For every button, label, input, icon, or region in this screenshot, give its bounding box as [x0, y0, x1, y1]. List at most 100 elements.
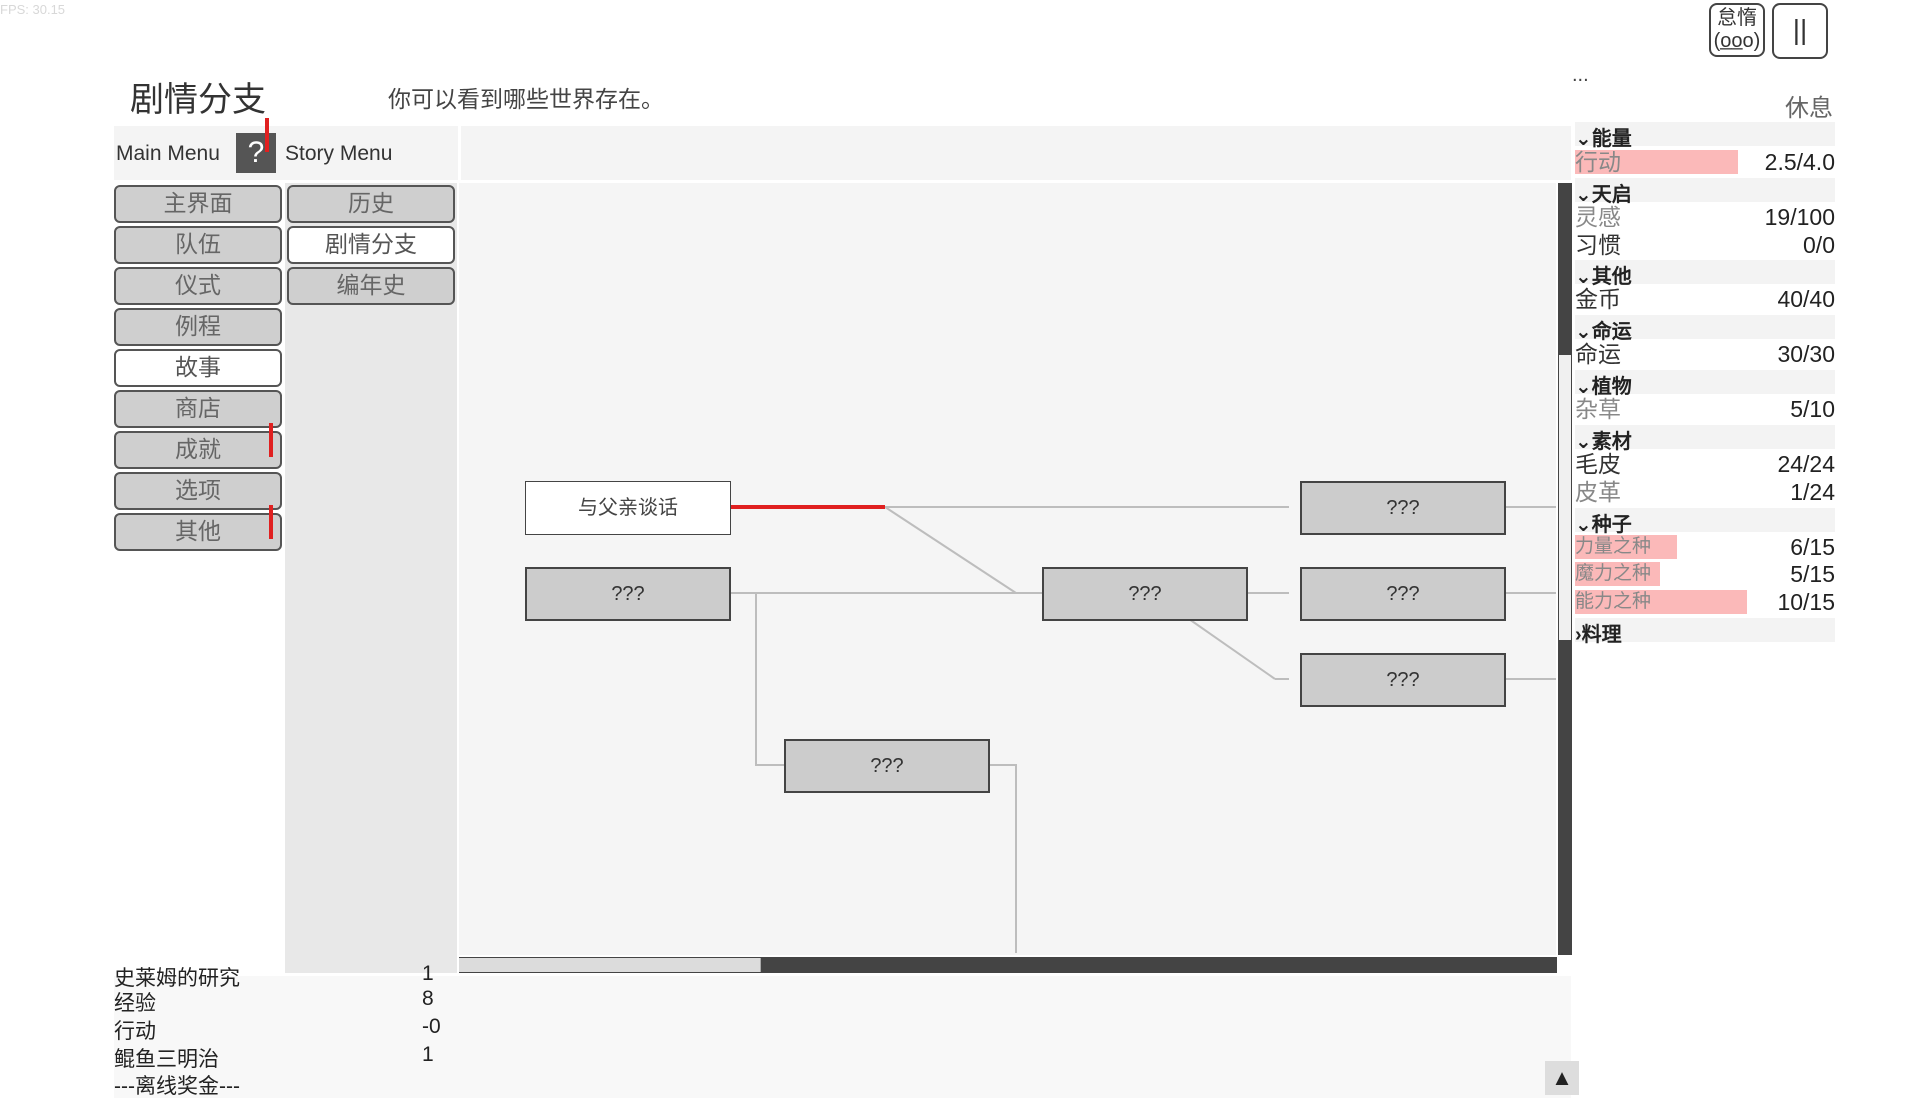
resource-value: 5/15 [1790, 561, 1835, 587]
menu-item-options[interactable]: 选项 [114, 472, 282, 510]
menu-item-shop[interactable]: 商店 [114, 390, 282, 428]
resource-row: 金币 40/40 [1575, 285, 1835, 312]
main-menu: 主界面 队伍 仪式 例程 故事 商店 成就 选项 其他 [114, 183, 284, 556]
resource-fill [1575, 562, 1660, 586]
lazy-label: 怠惰 [1717, 7, 1757, 29]
log-item-value: 8 [422, 987, 434, 1010]
log-item-value: 1 [422, 962, 434, 985]
log-item-name: 经验 [114, 992, 156, 1015]
menu-item-main[interactable]: 主界面 [114, 185, 282, 223]
resource-value: 5/10 [1790, 396, 1835, 422]
lazy-face: (o̲o̲o) [1713, 30, 1761, 52]
resource-row: 杂草 5/10 [1575, 395, 1835, 422]
story-node-unknown[interactable]: ??? [1042, 567, 1248, 621]
more-dots[interactable]: ... [1572, 64, 1589, 86]
resource-group-header[interactable]: ›料理 [1575, 618, 1835, 646]
menu-item-achievements[interactable]: 成就 [114, 431, 282, 469]
resource-name: 力量之种 [1575, 536, 1652, 557]
log-item-value: -0 [422, 1015, 441, 1038]
menu-item-routine[interactable]: 例程 [114, 308, 282, 346]
other-alert-icon [269, 505, 273, 539]
event-log: 史莱姆的研究 1 经验 8 行动 -0 鲲鱼三明治 1 ---离线奖金--- [114, 962, 1571, 1098]
log-expand-button[interactable]: ▲ [1545, 1061, 1579, 1095]
resource-value: 19/100 [1764, 204, 1835, 230]
connector-line [884, 506, 1017, 594]
story-node-talk-father[interactable]: 与父亲谈话 [525, 481, 731, 535]
achievements-alert-icon [269, 423, 273, 457]
resource-fill [1575, 150, 1738, 174]
resource-name: 命运 [1575, 341, 1621, 367]
story-menu-label: Story Menu [285, 142, 393, 165]
page-title: 剧情分支 [130, 81, 266, 119]
story-node-unknown[interactable]: ??? [525, 567, 731, 621]
resource-name: 习惯 [1575, 232, 1621, 258]
resource-name: 杂草 [1575, 396, 1621, 422]
resource-group-header[interactable]: ⌄天启 [1575, 178, 1835, 206]
resource-group-header[interactable]: ⌄其他 [1575, 260, 1835, 288]
help-button[interactable]: ? [236, 133, 276, 173]
resource-group-header[interactable]: ⌄种子 [1575, 508, 1835, 536]
resource-name: 毛皮 [1575, 451, 1621, 477]
resource-value: 40/40 [1777, 286, 1835, 312]
resource-name: 魔力之种 [1575, 563, 1652, 584]
log-item-name: 行动 [114, 1020, 156, 1043]
connector-line [755, 593, 784, 766]
page-subtitle: 你可以看到哪些世界存在。 [388, 86, 664, 112]
menu-item-other[interactable]: 其他 [114, 513, 282, 551]
resource-row: 魔力之种 5/15 [1575, 560, 1835, 587]
story-node-unknown[interactable]: ??? [784, 739, 990, 793]
log-item-name: ---离线奖金--- [114, 1075, 240, 1098]
resource-name: 金币 [1575, 286, 1621, 312]
header-separator [458, 126, 461, 180]
connector-line [982, 764, 1017, 953]
resource-row: 毛皮 24/24 [1575, 450, 1835, 477]
horizontal-scrollbar-thumb[interactable] [459, 958, 761, 972]
story-item-history[interactable]: 历史 [287, 185, 455, 223]
resource-row: 命运 30/30 [1575, 340, 1835, 367]
resource-value: 6/15 [1790, 534, 1835, 560]
resource-value: 24/24 [1777, 451, 1835, 477]
resource-value: 2.5/4.0 [1764, 149, 1835, 175]
resource-fill [1575, 590, 1747, 614]
resource-name: 皮革 [1575, 479, 1621, 505]
lazy-mode-button[interactable]: 怠惰 (o̲o̲o) [1709, 3, 1765, 57]
story-menu: 历史 剧情分支 编年史 [285, 183, 457, 973]
log-item-name: 鲲鱼三明治 [114, 1048, 219, 1071]
menu-item-story[interactable]: 故事 [114, 349, 282, 387]
story-node-unknown[interactable]: ??? [1300, 653, 1506, 707]
resource-row: 习惯 0/0 [1575, 231, 1835, 258]
vertical-scrollbar-thumb[interactable] [1559, 355, 1571, 640]
resource-row: 皮革 1/24 [1575, 478, 1835, 505]
resource-row: 行动 2.5/4.0 [1575, 148, 1835, 175]
connector-line [1188, 618, 1276, 680]
log-item-value: 1 [422, 1043, 434, 1066]
resource-value: 10/15 [1777, 589, 1835, 615]
story-node-unknown[interactable]: ??? [1300, 481, 1506, 535]
resource-group-header[interactable]: ⌄植物 [1575, 370, 1835, 398]
story-node-unknown[interactable]: ??? [1300, 567, 1506, 621]
main-menu-label: Main Menu [116, 142, 220, 165]
menu-header-bar [114, 126, 1571, 180]
resource-group-header[interactable]: ⌄能量 [1575, 122, 1835, 150]
story-tree-canvas[interactable]: 与父亲谈话 ??? ??? ??? ??? ??? ??? [459, 183, 1556, 955]
rest-label[interactable]: 休息 [1785, 95, 1833, 122]
resource-group-header[interactable]: ⌄素材 [1575, 425, 1835, 453]
resource-name: 能力之种 [1575, 591, 1652, 612]
story-item-branches[interactable]: 剧情分支 [287, 226, 455, 264]
resource-row: 力量之种 6/15 [1575, 533, 1835, 560]
menu-item-party[interactable]: 队伍 [114, 226, 282, 264]
menu-item-ritual[interactable]: 仪式 [114, 267, 282, 305]
resource-row: 能力之种 10/15 [1575, 588, 1835, 615]
resource-row: 灵感 19/100 [1575, 203, 1835, 230]
tree-connectors [730, 505, 1556, 953]
pause-button[interactable]: || [1772, 3, 1828, 59]
story-item-chronicle[interactable]: 编年史 [287, 267, 455, 305]
resource-value: 1/24 [1790, 479, 1835, 505]
help-alert-icon [265, 118, 269, 152]
resource-name: 灵感 [1575, 204, 1621, 230]
resource-value: 0/0 [1803, 232, 1835, 258]
resource-value: 30/30 [1777, 341, 1835, 367]
fps-counter: FPS: 30.15 [0, 2, 66, 17]
resource-group-header[interactable]: ⌄命运 [1575, 315, 1835, 343]
log-item-name: 史莱姆的研究 [114, 967, 240, 990]
